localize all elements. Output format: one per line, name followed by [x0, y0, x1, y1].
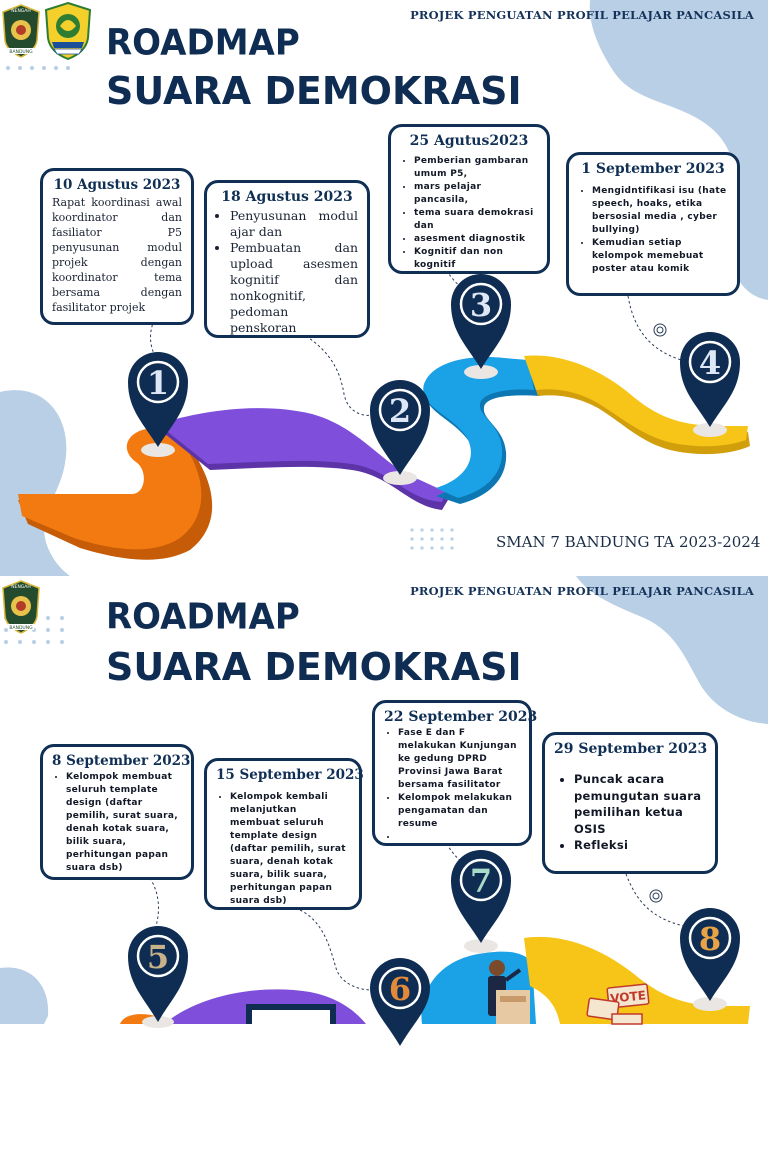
pin-number-1: 1: [147, 364, 169, 402]
card-date: 8 September 2023: [52, 753, 191, 769]
background-decoration: [0, 0, 768, 576]
card-list-item: Pemberian gambaran umum P5,: [414, 155, 538, 181]
school-logo: NENGAH BANDUNG: [2, 4, 40, 58]
pin-7: 7: [451, 850, 511, 953]
vote-sign-illustration: VOTE: [586, 983, 650, 1025]
card-date: 18 Agustus 2023: [221, 189, 353, 205]
milestone-card-7: 22 September 2023 Fase E dan F melakukan…: [372, 700, 538, 846]
pin-number-2: 2: [389, 392, 411, 430]
slide-1: NENGAH BANDUNG PROJEK PENGUATAN PROFIL P…: [0, 0, 768, 576]
title-line-2: SUARA DEMOKRASI: [106, 69, 522, 113]
card-list-item: Fase E dan F melakukan Kunjungan ke gedu…: [398, 727, 520, 792]
card-date: 15 September 2023: [216, 767, 364, 783]
card-list-item: Mengidntifikasi isu (hate speech, hoaks,…: [592, 185, 728, 237]
milestone-card-6: 15 September 2023 Kelompok kembali melan…: [204, 758, 364, 910]
card-date: 22 September 2023: [384, 709, 538, 725]
card-date: 1 September 2023: [581, 161, 725, 177]
card-date: 29 September 2023: [554, 741, 708, 757]
background-decoration: [0, 576, 768, 1024]
dot-grid: [410, 528, 454, 550]
roadmap-road: VOTE: [120, 829, 750, 1025]
footer-label: SMAN 7 BANDUNG TA 2023-2024: [496, 533, 761, 551]
title-line-2: SUARA DEMOKRASI: [106, 645, 522, 689]
school-logo-bottom-text: BANDUNG: [9, 49, 33, 55]
pin-1: 1: [128, 352, 188, 457]
card-list-item: tema suara demokrasi dan: [414, 207, 538, 233]
milestone-card-5: 8 September 2023 Kelompok membuat seluru…: [40, 744, 194, 880]
road-segment-yellow: [524, 355, 748, 447]
card-list-item: Kelompok membuat seluruh template design…: [66, 771, 182, 875]
speaker-illustration: [488, 960, 530, 1024]
pin-5: 5: [128, 926, 188, 1028]
road-segment-yellow: [524, 936, 750, 1024]
pin-6: 6: [370, 958, 430, 1046]
pin-number-5: 5: [147, 938, 169, 976]
slide-2: NENGAH BANDUNG PROJEK PENGUATAN PROFIL P…: [0, 576, 768, 1152]
vote-sign-text: VOTE: [610, 988, 647, 1006]
pin-number-8: 8: [699, 920, 721, 958]
header-label: PROJEK PENGUATAN PROFIL PELAJAR PANCASIL…: [410, 584, 754, 598]
title-line-1: ROADMAP: [106, 596, 300, 638]
pin-2: 2: [370, 380, 430, 485]
milestone-card-1: 10 Agustus 2023 Rapat koordinasi awal ko…: [40, 168, 194, 325]
card-list-item: Kemudian setiap kelompok memebuat poster…: [592, 237, 728, 276]
card-list-item: Kelompok melakukan pengamatan dan resume: [398, 792, 520, 831]
school-logo-top-text: NENGAH: [11, 584, 31, 590]
card-date: 25 Agutus2023: [409, 133, 529, 149]
pins-layer: 1 2 3 4: [128, 274, 740, 485]
school-logo: NENGAH BANDUNG: [2, 580, 40, 634]
pin-number-4: 4: [699, 344, 721, 382]
milestone-card-2: 18 Agustus 2023 Penyusunan modul ajar da…: [204, 180, 370, 338]
header-label: PROJEK PENGUATAN PROFIL PELAJAR PANCASIL…: [410, 8, 754, 22]
school-logo-bottom-text: BANDUNG: [9, 625, 33, 631]
pin-8: 8: [680, 908, 740, 1011]
card-text: Rapat koordinasi awal koordinator dan fa…: [52, 196, 182, 314]
pin-number-6: 6: [389, 970, 411, 1008]
dot-grid: [6, 66, 70, 70]
title-line-1: ROADMAP: [106, 22, 300, 65]
province-logo: [44, 1, 92, 61]
card-date: 10 Agustus 2023: [53, 177, 181, 193]
card-list-item: mars pelajar pancasila,: [414, 181, 538, 207]
card-list-item: Refleksi: [574, 837, 706, 854]
road-segment-purple: [158, 408, 446, 502]
pin-number-7: 7: [470, 862, 492, 900]
pins-layer: 5 6 7 8: [128, 850, 740, 1046]
pin-number-3: 3: [470, 286, 492, 324]
card-list-item: Penyusunan modul ajar dan: [230, 208, 358, 240]
card-list-item: asesment diagnostik: [414, 233, 538, 246]
card-list-item: Puncak acara pemungutan suara pemilihan …: [574, 771, 706, 837]
milestone-card-8: 29 September 2023 Puncak acara pemunguta…: [542, 732, 718, 874]
milestone-card-3: 25 Agutus2023 Pemberian gambaran umum P5…: [388, 124, 550, 274]
card-list-item: [398, 831, 520, 844]
card-list-item: Kognitif dan non kognitif: [414, 246, 538, 272]
card-list-item: Pembuatan dan upload asesmen kognitif da…: [230, 240, 358, 336]
school-logo-top-text: NENGAH: [11, 8, 31, 14]
pin-3: 3: [451, 274, 511, 379]
milestone-card-4: 1 September 2023 Mengidntifikasi isu (ha…: [566, 152, 740, 296]
pin-4: 4: [680, 332, 740, 437]
card-list-item: Kelompok kembali melanjutkan membuat sel…: [230, 791, 350, 908]
road-segment-blue: [423, 357, 534, 498]
